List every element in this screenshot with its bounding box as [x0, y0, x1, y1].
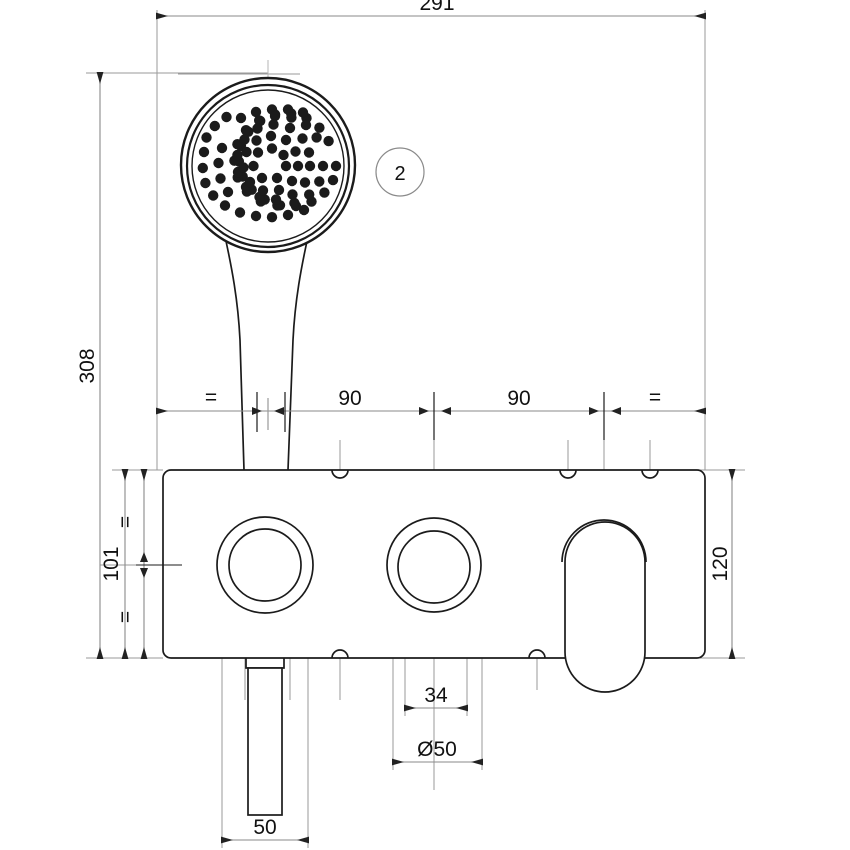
balloon-callout-2: 2 [375, 147, 425, 197]
equal-mark-right: = [649, 386, 661, 409]
lever-handle [561, 519, 647, 693]
dim-text-308: 308 [76, 348, 99, 383]
dim-text-120: 120 [709, 546, 732, 581]
dim-text-90-left: 90 [338, 387, 361, 410]
dim-text-101: 101 [100, 546, 123, 581]
dim-text-50: 50 [253, 816, 276, 839]
dim-text-34: 34 [424, 684, 448, 707]
round-control-knob [386, 517, 482, 613]
dim-text-90-right: 90 [507, 387, 530, 410]
balloon-label: 2 [394, 163, 405, 185]
hand-shower-head [179, 76, 357, 254]
equal-mark-inner-bottom: = [114, 611, 137, 623]
equal-mark-inner-top: = [114, 516, 137, 528]
dim-text-diameter-50: Ø50 [417, 738, 457, 761]
handset-holder-ring [216, 516, 314, 614]
spray-nozzles [197, 104, 342, 223]
equal-mark-left: = [205, 386, 217, 409]
dimension-lines [96, 12, 736, 844]
dim-text-291: 291 [419, 0, 454, 15]
